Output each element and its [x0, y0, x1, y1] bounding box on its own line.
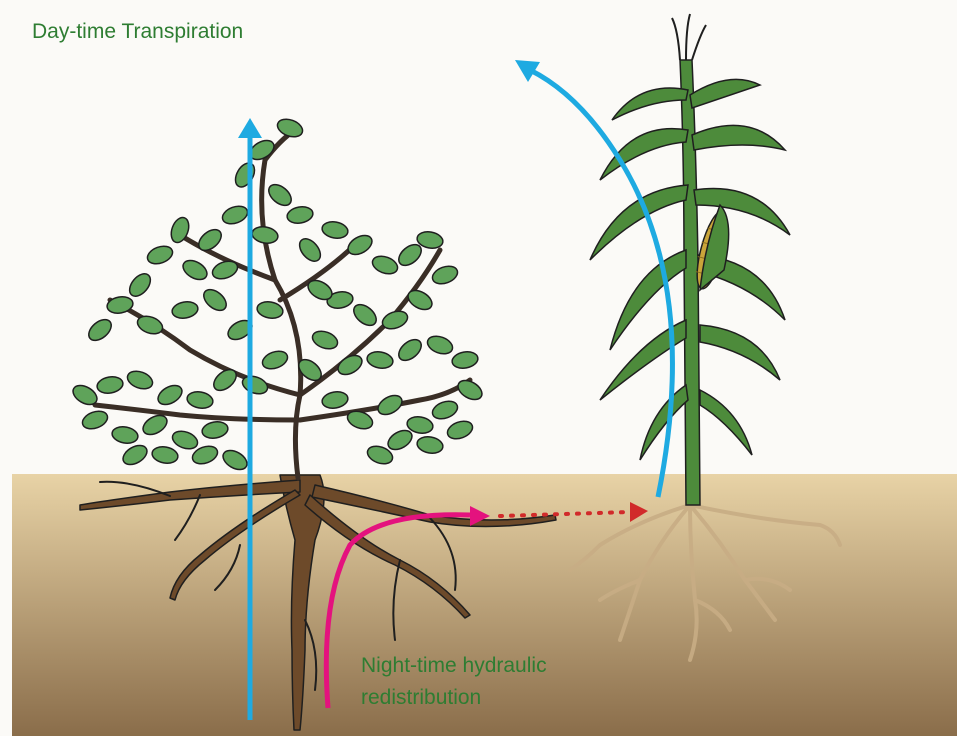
- night-label-line-1: Night-time hydraulic: [361, 650, 547, 682]
- shrub-leaf: [350, 301, 380, 330]
- night-label-line-2: redistribution: [361, 682, 547, 714]
- shrub-leaf: [126, 270, 155, 300]
- shrub-leaf: [80, 408, 110, 432]
- shrub-leaf: [186, 390, 214, 410]
- shrub-leaf: [425, 333, 455, 357]
- shrub-leaf: [265, 181, 295, 210]
- shrub-leaf: [151, 445, 179, 465]
- shrub-leaf: [451, 350, 479, 370]
- shrub-leaf: [345, 232, 376, 259]
- shrub-leaf: [85, 316, 115, 345]
- shrub-leaf: [321, 390, 349, 410]
- shrub-leaf: [430, 263, 460, 287]
- shrub-leaf: [405, 287, 436, 314]
- shrub-leaf: [335, 352, 366, 379]
- maize-leaf: [600, 129, 688, 180]
- shrub-leaf: [455, 377, 486, 404]
- shrub-leaf: [200, 286, 230, 315]
- shrub-leaf: [220, 447, 251, 474]
- shrub-leaf: [286, 205, 314, 225]
- shrub-leaf: [385, 427, 416, 454]
- shrub-leaf: [375, 392, 406, 419]
- shrub-leaf: [275, 116, 305, 140]
- maize-leaf: [690, 79, 760, 108]
- maize-leaf: [700, 390, 752, 455]
- shrub-leaf: [430, 398, 460, 422]
- maize-leaf: [700, 325, 780, 380]
- shrub-leaf: [260, 348, 290, 372]
- shrub-leaf: [125, 368, 155, 392]
- shrub-leaf: [145, 243, 175, 267]
- shrub-leaf: [256, 300, 284, 320]
- maize-leaf: [692, 125, 785, 150]
- shrub-leaf: [416, 435, 444, 455]
- shrub-leaf: [155, 382, 186, 409]
- shrub-leaf: [321, 220, 349, 240]
- shrub-leaf: [120, 442, 151, 469]
- shrub-leaf: [310, 328, 340, 352]
- shrub-leaf: [445, 418, 475, 442]
- shrub-leaf: [370, 253, 400, 277]
- shrub-leaf: [180, 257, 211, 284]
- shrub-leaf: [201, 420, 229, 440]
- maize-leaf: [612, 88, 688, 120]
- shrub-leaf: [395, 336, 425, 365]
- shrub-leaf: [366, 350, 394, 370]
- night-time-redistribution-label: Night-time hydraulic redistribution: [361, 650, 547, 714]
- shrub-leaf: [251, 225, 279, 245]
- shrub-leaf: [96, 375, 124, 395]
- shrub-leaf: [232, 160, 259, 191]
- shrub-leaf: [170, 428, 200, 452]
- shrub-leaf: [296, 235, 325, 265]
- shrub-leaf: [111, 425, 139, 445]
- day-time-transpiration-label: Day-time Transpiration: [32, 20, 243, 44]
- shrub-leaf: [220, 203, 250, 227]
- shrub-leaf: [171, 300, 199, 320]
